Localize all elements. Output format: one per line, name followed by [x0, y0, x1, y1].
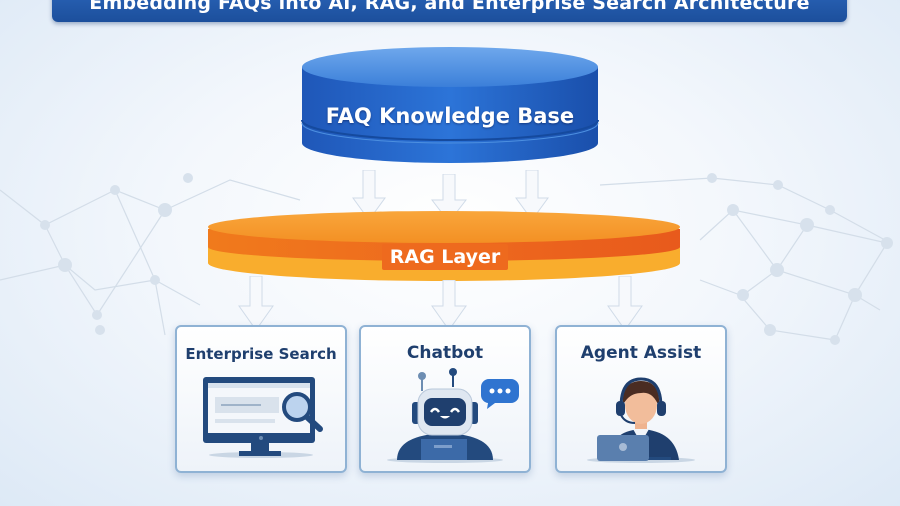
diagram-title: Embedding FAQs into AI, RAG, and Enterpr… [52, 0, 847, 22]
card-title: Agent Assist [580, 343, 702, 363]
output-card-chatbot: Chatbot [359, 325, 531, 473]
database-cylinder-icon [301, 47, 599, 163]
arrow-down-icon [352, 170, 386, 221]
output-card-enterprise-search: Enterprise Search [175, 325, 347, 473]
rag-layer-label: RAG Layer [382, 244, 508, 270]
arrow-down-icon [238, 276, 274, 331]
headset-agent-icon [587, 377, 695, 463]
arrow-down-icon [431, 280, 467, 331]
arrow-down-icon [515, 170, 549, 221]
robot-chat-icon [387, 368, 519, 463]
monitor-magnifier-icon [203, 377, 323, 458]
card-title: Enterprise Search [185, 345, 337, 363]
knowledge-base-label: FAQ Knowledge Base [325, 104, 575, 128]
output-card-agent-assist: Agent Assist [555, 325, 727, 473]
network-background-decoration [0, 173, 893, 345]
arrow-down-icon [431, 174, 467, 223]
card-title: Chatbot [406, 343, 484, 363]
arrow-down-icon [607, 276, 643, 331]
